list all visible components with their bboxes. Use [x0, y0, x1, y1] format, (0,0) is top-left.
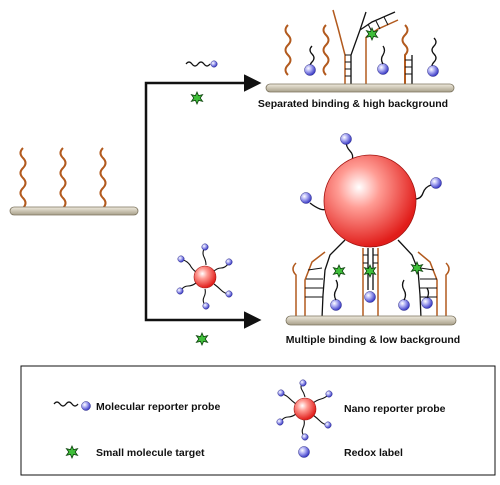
- small-molecule-target: [363, 264, 377, 278]
- molecular-probe-strand: [185, 61, 211, 67]
- top-right-electrode: [265, 9, 455, 93]
- upper-arrow: [144, 74, 262, 209]
- redox-label-ball: [300, 192, 312, 204]
- small-molecule-target: [190, 91, 204, 105]
- gold-nanoparticle: [193, 265, 217, 289]
- top-result-label: Separated binding & high background: [258, 98, 448, 110]
- gold-nanoparticle-large: [323, 154, 417, 248]
- branch-arrows: [144, 74, 262, 329]
- redox-label-ball: [398, 299, 410, 311]
- nano-probe-reagent: [176, 243, 233, 346]
- legend-redox-label: Redox label: [344, 447, 403, 459]
- electrode-surface: [285, 315, 457, 326]
- legend-box: [20, 365, 496, 476]
- redox-label-ball: [430, 177, 442, 189]
- redox-label-ball: [176, 287, 184, 295]
- aptamer-strand: [59, 147, 67, 209]
- legend-target-label: Small molecule target: [96, 447, 205, 459]
- small-molecule-target: [195, 332, 209, 346]
- redox-label-ball: [201, 243, 209, 251]
- legend-probe-strand: [53, 401, 79, 407]
- redox-label-ball: [340, 133, 352, 145]
- left-electrode: [9, 147, 139, 216]
- redox-label-ball: [330, 299, 342, 311]
- redox-label-ball: [427, 65, 439, 77]
- redox-label-ball: [177, 255, 185, 263]
- legend-probe-ball: [81, 401, 91, 411]
- electrode-surface: [9, 206, 139, 216]
- redox-label-ball: [421, 297, 433, 309]
- electrode-surface: [265, 83, 455, 93]
- lower-arrow: [144, 209, 262, 329]
- redox-label-ball: [377, 63, 389, 75]
- redox-label-ball: [210, 60, 218, 68]
- redox-label-ball: [225, 258, 233, 266]
- legend-nano-probe-icon: [276, 379, 333, 441]
- legend-redox-icon: [298, 446, 310, 458]
- legend: Molecular reporter probe Nano reporter p…: [20, 365, 496, 476]
- redox-label-ball: [304, 64, 316, 76]
- legend-molecular-probe-label: Molecular reporter probe: [96, 401, 220, 413]
- redox-label-ball: [364, 291, 376, 303]
- small-molecule-target: [332, 264, 346, 278]
- aptamer-strand: [99, 147, 107, 209]
- redox-label-ball: [202, 302, 210, 310]
- bottom-result-label: Multiple binding & low background: [286, 334, 460, 346]
- upper-reagents: [185, 60, 218, 105]
- aptamer-strand: [19, 147, 27, 209]
- legend-nano-probe-label: Nano reporter probe: [344, 403, 446, 415]
- bottom-right-electrode: [285, 133, 457, 326]
- redox-label-ball: [225, 290, 233, 298]
